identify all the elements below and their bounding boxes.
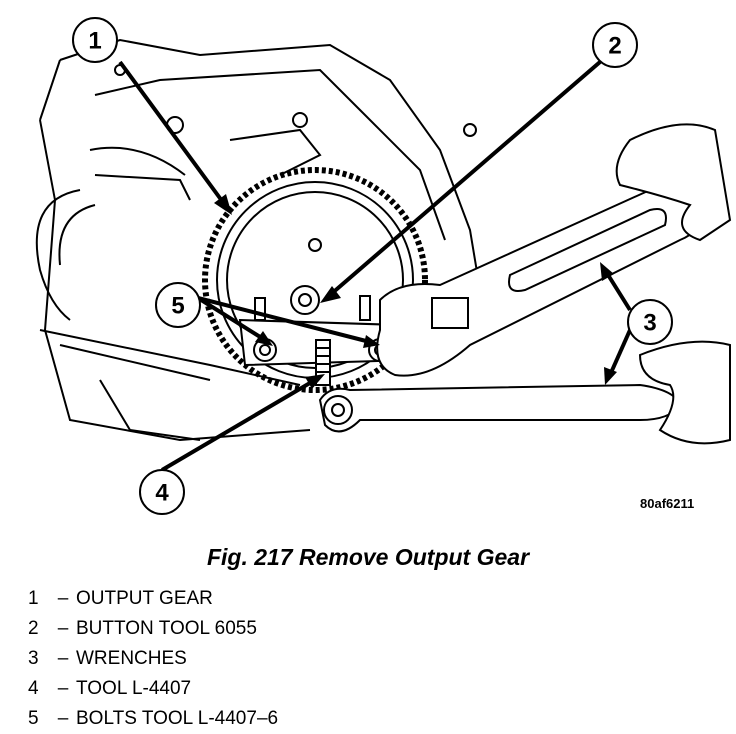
legend-text: OUTPUT GEAR bbox=[76, 588, 213, 609]
legend-text: TOOL L-4407 bbox=[76, 678, 192, 699]
legend-number: 4 bbox=[28, 678, 39, 699]
leader-line-2 bbox=[320, 60, 602, 303]
legend-number: 3 bbox=[28, 648, 39, 669]
legend-text: WRENCHES bbox=[76, 648, 187, 669]
legend-dash: – bbox=[57, 648, 69, 669]
legend-dash: – bbox=[57, 708, 69, 729]
legend-item: 3–WRENCHES bbox=[28, 644, 278, 674]
leader-line-3 bbox=[600, 262, 632, 385]
lower-wrench bbox=[318, 383, 682, 433]
image-reference-id: 80af6211 bbox=[640, 496, 695, 511]
callout-label-5: 5 bbox=[171, 293, 184, 320]
transmission-housing bbox=[39, 38, 481, 442]
legend-number: 2 bbox=[28, 618, 39, 639]
legend-number: 1 bbox=[28, 588, 39, 609]
legend-dash: – bbox=[57, 618, 69, 639]
leader-line-5 bbox=[196, 296, 380, 348]
legend-item: 2–BUTTON TOOL 6055 bbox=[28, 614, 278, 644]
legend-list: 1–OUTPUT GEAR 2–BUTTON TOOL 6055 3–WRENC… bbox=[28, 584, 278, 734]
legend-item: 4–TOOL L-4407 bbox=[28, 674, 278, 704]
callout-label-1: 1 bbox=[88, 28, 101, 55]
legend-number: 5 bbox=[28, 708, 39, 729]
callout-circle-3 bbox=[627, 299, 673, 345]
figure-caption: Fig. 217 Remove Output Gear bbox=[206, 544, 530, 570]
callout-circle-2 bbox=[592, 22, 638, 68]
callout-circle-5 bbox=[155, 282, 201, 328]
callout-circle-1 bbox=[72, 17, 118, 63]
legend-item: 1–OUTPUT GEAR bbox=[28, 584, 278, 614]
legend-dash: – bbox=[57, 588, 69, 609]
callout-label-2: 2 bbox=[608, 33, 621, 60]
callout-circle-4 bbox=[139, 469, 185, 515]
callout-label-3: 3 bbox=[643, 310, 656, 337]
callout-label-4: 4 bbox=[155, 480, 169, 507]
technical-illustration: 1 2 3 4 5 bbox=[35, 17, 732, 515]
hand-lower bbox=[638, 340, 731, 445]
hand-upper bbox=[615, 123, 732, 242]
snap-ring bbox=[35, 189, 81, 321]
legend-text: BUTTON TOOL 6055 bbox=[76, 618, 257, 639]
legend-item: 5–BOLTS TOOL L-4407–6 bbox=[28, 704, 278, 734]
legend-dash: – bbox=[57, 678, 69, 699]
leader-line-4 bbox=[160, 374, 325, 472]
leader-line-1 bbox=[118, 60, 232, 215]
legend-text: BOLTS TOOL L-4407–6 bbox=[76, 708, 279, 729]
